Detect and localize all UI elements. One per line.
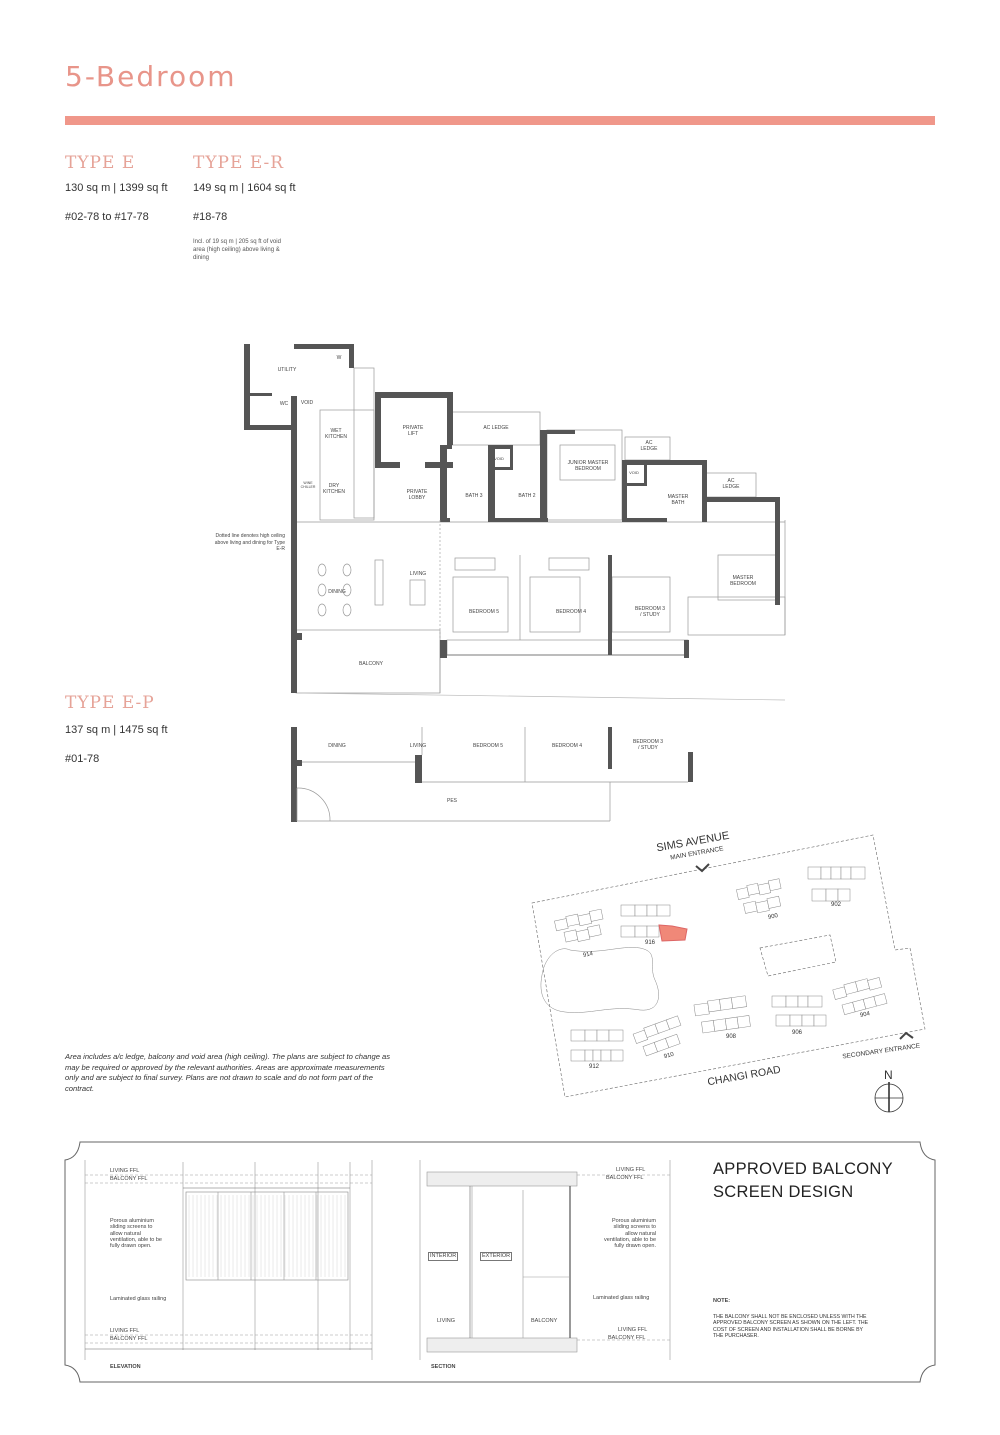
room-label-bath3: BATH 3: [465, 493, 483, 499]
site-blocks: [554, 866, 888, 1062]
section-drawing: [419, 1160, 671, 1360]
block-label: 906: [792, 1030, 803, 1036]
section-label: SECTION: [431, 1364, 456, 1370]
site-boundary: [531, 834, 926, 1098]
type-e-heading: TYPE E: [65, 153, 136, 173]
block-label: 916: [645, 940, 656, 946]
section-exterior-tag: EXTERIOR: [480, 1252, 513, 1261]
header-divider: [65, 116, 935, 125]
section-living-label: LIVING: [437, 1318, 456, 1324]
block-label: 908: [726, 1034, 737, 1040]
elevation-drawing: [84, 1160, 373, 1360]
main-entrance-arrow-icon: [695, 863, 710, 873]
north-label: N: [884, 1068, 893, 1082]
section-balcony-label: BALCONY: [531, 1318, 558, 1324]
elev-railing-note: Laminated glass railing: [110, 1296, 167, 1302]
page-title: 5-Bedroom: [65, 60, 237, 93]
ep-label-pes: PES: [446, 798, 458, 804]
type-er-units: #18-78: [193, 211, 228, 223]
room-label-utility: UTILITY: [277, 367, 297, 373]
type-ep-units: #01-78: [65, 753, 100, 765]
room-label-void: VOID: [300, 400, 314, 406]
section-interior-tag: INTERIOR: [428, 1252, 459, 1261]
elev-screen-note: Porous aluminium sliding screens to allo…: [110, 1218, 162, 1250]
sect-living-ffl-top: LIVING FFL: [616, 1167, 646, 1173]
ep-label-living: LIVING: [409, 743, 427, 749]
room-label-wine-chiller: WINE CHILLER: [300, 481, 316, 489]
room-label-void-3: VOID: [629, 470, 639, 475]
elevation-label: ELEVATION: [110, 1364, 141, 1370]
ep-label-dining: DINING: [328, 743, 346, 749]
room-label-wc: WC: [279, 401, 289, 407]
type-er-heading: TYPE E-R: [193, 153, 285, 173]
room-label-master-bedroom: MASTER BEDROOM: [730, 575, 756, 587]
room-label-bedroom5: BEDROOM 5: [468, 609, 500, 615]
elev-balcony-ffl-top: BALCONY FFL: [110, 1176, 148, 1182]
room-label-private-lobby: PRIVATE LOBBY: [406, 489, 428, 501]
room-label-bedroom4: BEDROOM 4: [555, 609, 587, 615]
room-label-ac-ledge-3: AC LEDGE: [722, 478, 740, 490]
room-label-bedroom3: BEDROOM 3 / STUDY: [634, 606, 665, 618]
north-compass-icon: [874, 1082, 904, 1113]
room-label-living: LIVING: [409, 571, 427, 577]
block-label: 912: [589, 1064, 600, 1070]
sect-screen-note: Porous aluminium sliding screens to allo…: [604, 1218, 656, 1250]
room-label-junior-master: JUNIOR MASTER BEDROOM: [567, 460, 609, 472]
room-label-bath2: BATH 2: [518, 493, 536, 499]
room-label-dry-kitchen: DRY KITCHEN: [323, 483, 345, 495]
room-label-ac-ledge: AC LEDGE: [483, 425, 509, 431]
high-ceiling-note: Dotted line denotes high ceiling above l…: [214, 533, 285, 552]
ep-label-bedroom4: BEDROOM 4: [551, 743, 583, 749]
sect-balcony-ffl-bottom: BALCONY FFL: [608, 1335, 646, 1341]
pool-outline: [540, 947, 659, 1013]
balcony-screen-title-line2: SCREEN DESIGN: [713, 1183, 854, 1201]
elevation-screen-slats: [188, 1195, 346, 1277]
type-ep-area: 137 sq m | 1475 sq ft: [65, 724, 168, 736]
secondary-entrance-arrow-icon: [899, 1031, 914, 1040]
room-label-master-bath: MASTER BATH: [667, 494, 689, 506]
room-label-w: W: [336, 355, 342, 361]
balcony-screen-title-line1: APPROVED BALCONY: [713, 1160, 893, 1178]
type-e-units: #02-78 to #17-78: [65, 211, 149, 223]
room-label-balcony: BALCONY: [359, 661, 383, 667]
highlighted-unit: [658, 924, 688, 942]
balcony-screen-title: APPROVED BALCONY SCREEN DESIGN: [713, 1158, 893, 1204]
note-text: THE BALCONY SHALL NOT BE ENCLOSED UNLESS…: [713, 1314, 869, 1340]
area-disclaimer: Area includes a/c ledge, balcony and voi…: [65, 1052, 391, 1093]
sect-living-ffl-bottom: LIVING FFL: [618, 1327, 648, 1333]
room-label-void-2: VOID: [494, 456, 504, 461]
balcony-screen-frame: [64, 1141, 936, 1383]
note-heading: NOTE:: [713, 1298, 731, 1304]
room-label-wet-kitchen: WET KITCHEN: [325, 428, 347, 440]
ep-label-bedroom5: BEDROOM 5: [472, 743, 504, 749]
ep-label-bedroom3: BEDROOM 3 / STUDY: [632, 739, 663, 751]
room-label-ac-ledge-2: AC LEDGE: [640, 440, 658, 452]
sect-balcony-ffl-top: BALCONY FFL: [606, 1175, 644, 1181]
type-er-area: 149 sq m | 1604 sq ft: [193, 182, 296, 194]
elev-living-ffl-top: LIVING FFL: [110, 1168, 140, 1174]
type-er-void-note: Incl. of 19 sq m | 205 sq ft of void are…: [193, 239, 281, 261]
sect-railing-note: Laminated glass railing: [593, 1295, 650, 1301]
room-label-private-lift: PRIVATE LIFT: [402, 425, 424, 437]
elev-balcony-ffl-bottom: BALCONY FFL: [110, 1336, 148, 1342]
elev-living-ffl-bottom: LIVING FFL: [110, 1328, 140, 1334]
type-ep-heading: TYPE E-P: [65, 693, 155, 713]
type-e-area: 130 sq m | 1399 sq ft: [65, 182, 168, 194]
block-label: 902: [831, 902, 842, 908]
room-label-dining: DINING: [328, 589, 346, 595]
